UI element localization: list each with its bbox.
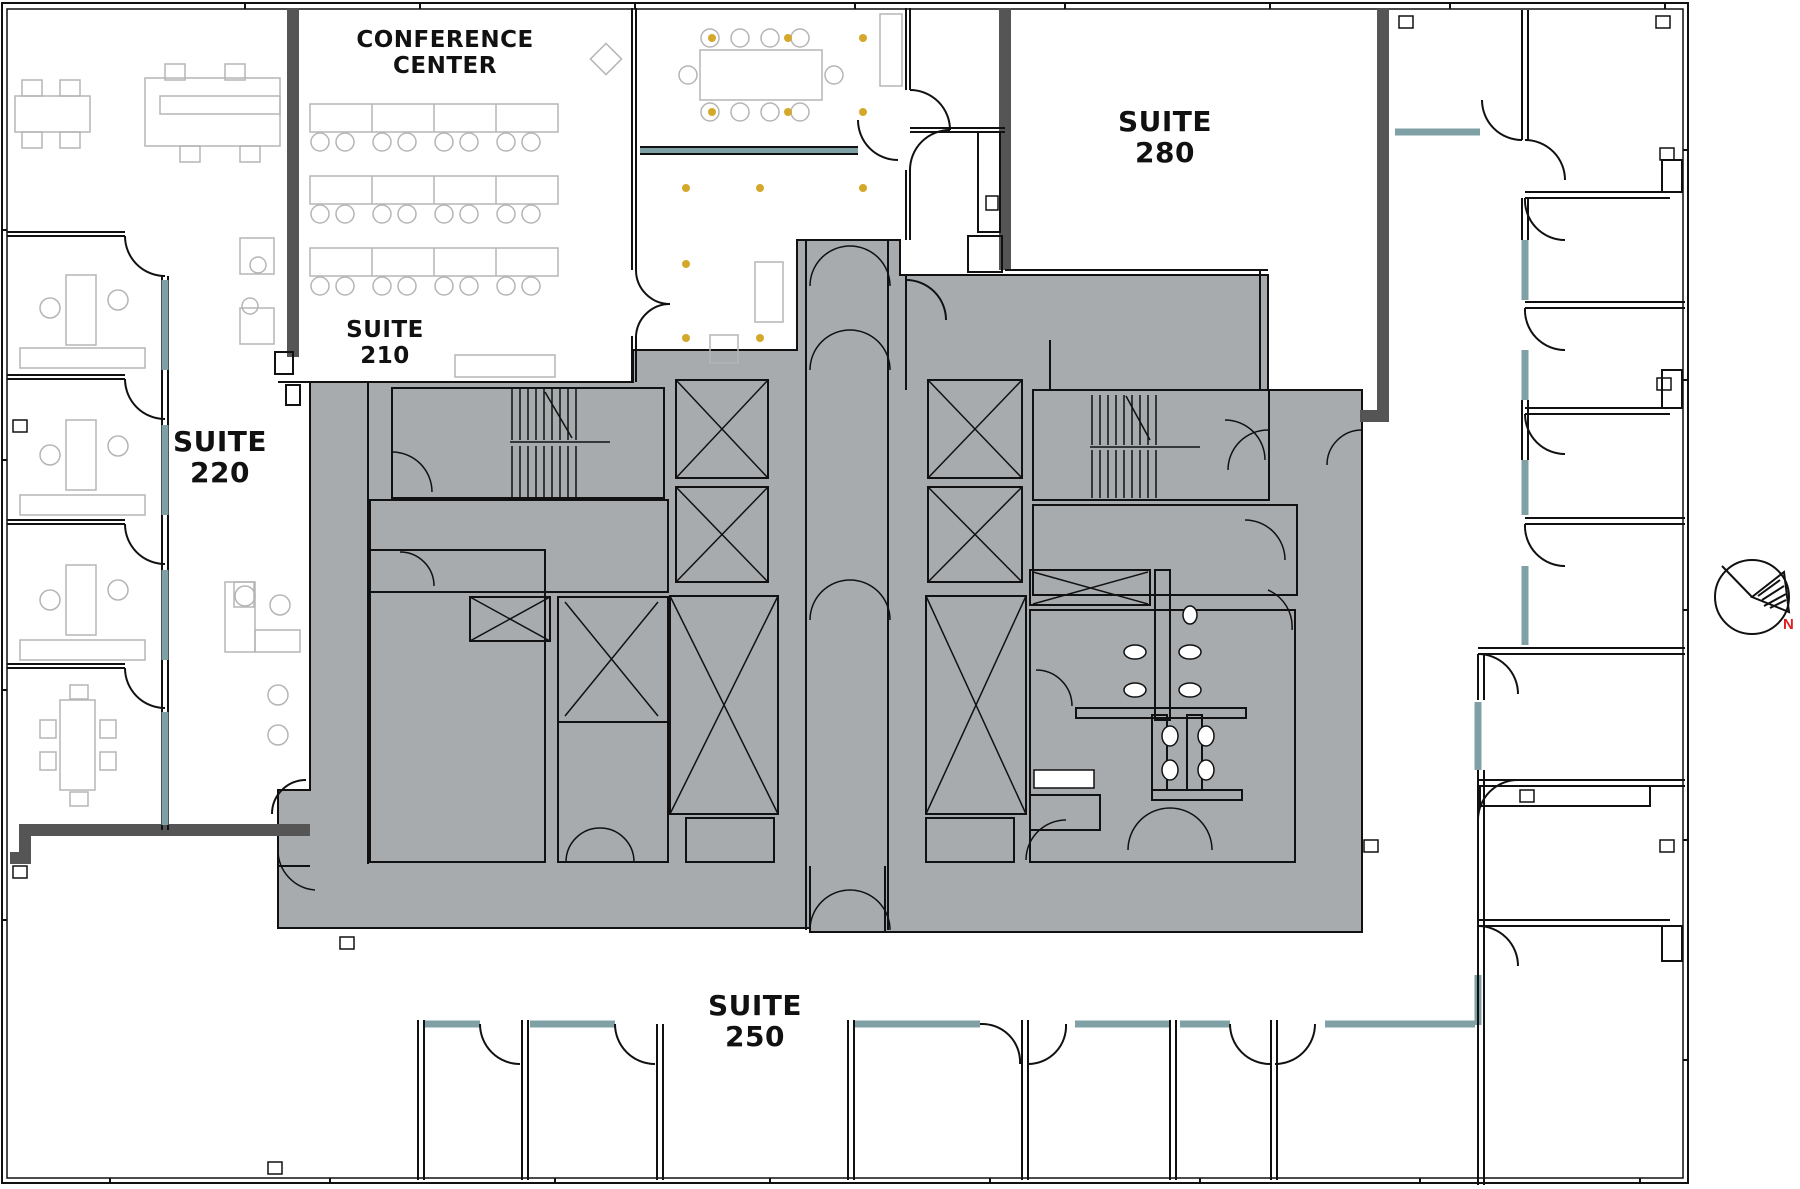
right-wing-walls	[1477, 10, 1685, 1185]
window-mullions	[2, 3, 1688, 1183]
north-compass-icon	[1714, 559, 1791, 635]
suite-280-label: SUITE 280	[1100, 106, 1230, 169]
restroom-fixtures	[1033, 605, 1215, 789]
suite-210-label: SUITE 210	[330, 317, 440, 370]
building-shell	[1, 2, 1689, 1184]
compass-north-label: N	[1783, 616, 1794, 633]
suite-280-label-line1: SUITE	[1117, 105, 1213, 138]
glass-partitions	[161, 128, 1529, 1028]
column-markers	[12, 15, 1675, 1175]
suite-210-label-line2: 210	[360, 342, 410, 369]
elevator-shafts	[469, 379, 1149, 815]
light-fixtures	[682, 34, 867, 342]
conference-label-line1: CONFERENCE	[356, 27, 534, 53]
conference-label-line2: CENTER	[393, 52, 497, 79]
suite-220-label-line2: 220	[190, 456, 250, 490]
chairs	[39, 28, 844, 746]
suite-210-label-line1: SUITE	[346, 317, 424, 343]
furniture	[14, 13, 903, 807]
suite-250-label: SUITE 250	[690, 990, 820, 1053]
suite-220-label-line1: SUITE	[172, 425, 268, 458]
stair-treads	[510, 388, 1200, 498]
core-doors	[277, 245, 1363, 931]
suite-250-label-line2: 250	[725, 1020, 785, 1054]
suite-250-label-line1: SUITE	[707, 989, 803, 1022]
suite-220-label: SUITE 220	[155, 426, 285, 489]
conference-walls	[274, 8, 1268, 406]
conference-center-label: CONFERENCE CENTER	[340, 27, 550, 80]
suite-220-walls	[7, 231, 307, 830]
south-office-walls	[417, 1020, 1316, 1180]
suite-280-label-line2: 280	[1135, 136, 1195, 170]
